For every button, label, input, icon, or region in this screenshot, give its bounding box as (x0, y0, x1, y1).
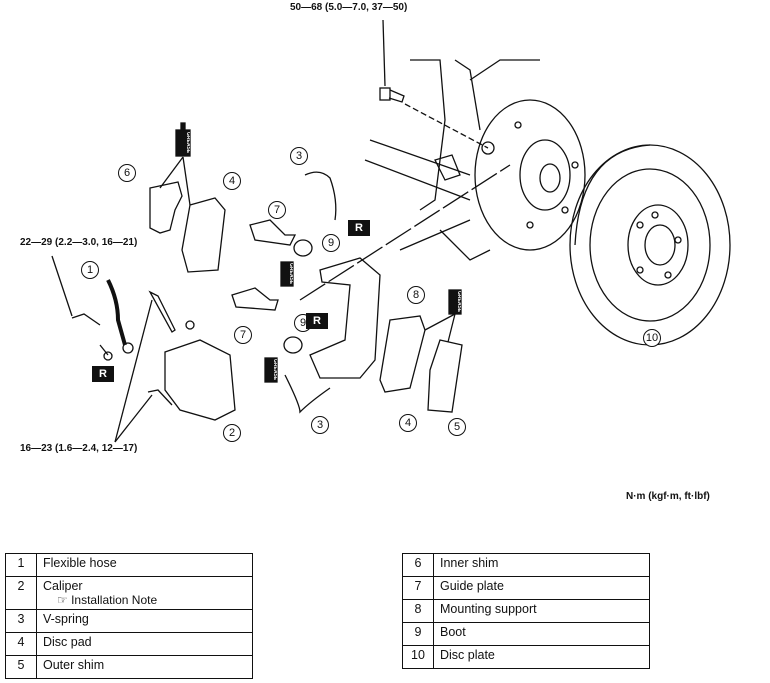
callout-1: 1 (81, 261, 99, 279)
grease-label: GREASE (456, 291, 461, 313)
callout-9: 9 (322, 234, 340, 252)
torque-units: N·m (kgf·m, ft·lbf) (626, 491, 710, 502)
boot (293, 239, 313, 257)
callout-3: 3 (311, 416, 329, 434)
grease-label: GREASE (288, 263, 293, 285)
disc-pad-inner (181, 197, 226, 273)
callout-5: 5 (448, 418, 466, 436)
callout-10: 10 (643, 329, 661, 347)
disc-pad-outer (379, 315, 426, 393)
guide-plate (231, 287, 279, 311)
torque-hose-bolt: 22—29 (2.2—3.0, 16—21) (20, 237, 138, 248)
boot (283, 336, 303, 354)
brake-exploded-diagram (51, 19, 731, 443)
flexible-hose (106, 279, 127, 346)
callout-4: 4 (223, 172, 241, 190)
callout-4: 4 (399, 414, 417, 432)
leader-line (299, 164, 511, 301)
replace-mark: R (92, 366, 114, 382)
steering-knuckle (364, 59, 586, 261)
grease-label: GREASE (272, 359, 277, 381)
caliper-bolt (148, 290, 176, 333)
bleeder (185, 320, 195, 330)
callout-7: 7 (268, 201, 286, 219)
grease-can (264, 261, 462, 383)
grease-can (159, 122, 191, 206)
outer-shim (427, 339, 463, 413)
installation-note-link[interactable]: ☞ Installation Note (57, 593, 158, 607)
callout-6: 6 (118, 164, 136, 182)
hub-bolt (379, 19, 489, 149)
callout-8: 8 (407, 286, 425, 304)
callout-2: 2 (223, 424, 241, 442)
replace-mark: R (306, 313, 328, 329)
caliper-bolt (147, 389, 173, 406)
callout-3: 3 (290, 147, 308, 165)
v-spring (304, 171, 337, 221)
replace-mark: R (348, 220, 370, 236)
hose-bolt (71, 313, 101, 326)
grease-label: GREASE (185, 132, 190, 154)
inner-shim (149, 181, 183, 234)
v-spring (284, 374, 331, 414)
guide-plate (249, 219, 297, 246)
torque-hub-bolt: 50—68 (5.0—7.0, 37—50) (290, 2, 408, 13)
mounting-support (309, 257, 381, 379)
disc-plate (569, 144, 731, 346)
caliper (164, 339, 236, 421)
reference-hand-icon: ☞ (57, 593, 72, 607)
callout-7: 7 (234, 326, 252, 344)
torque-caliper-bolt: 16—23 (1.6—2.4, 12—17) (20, 443, 138, 454)
